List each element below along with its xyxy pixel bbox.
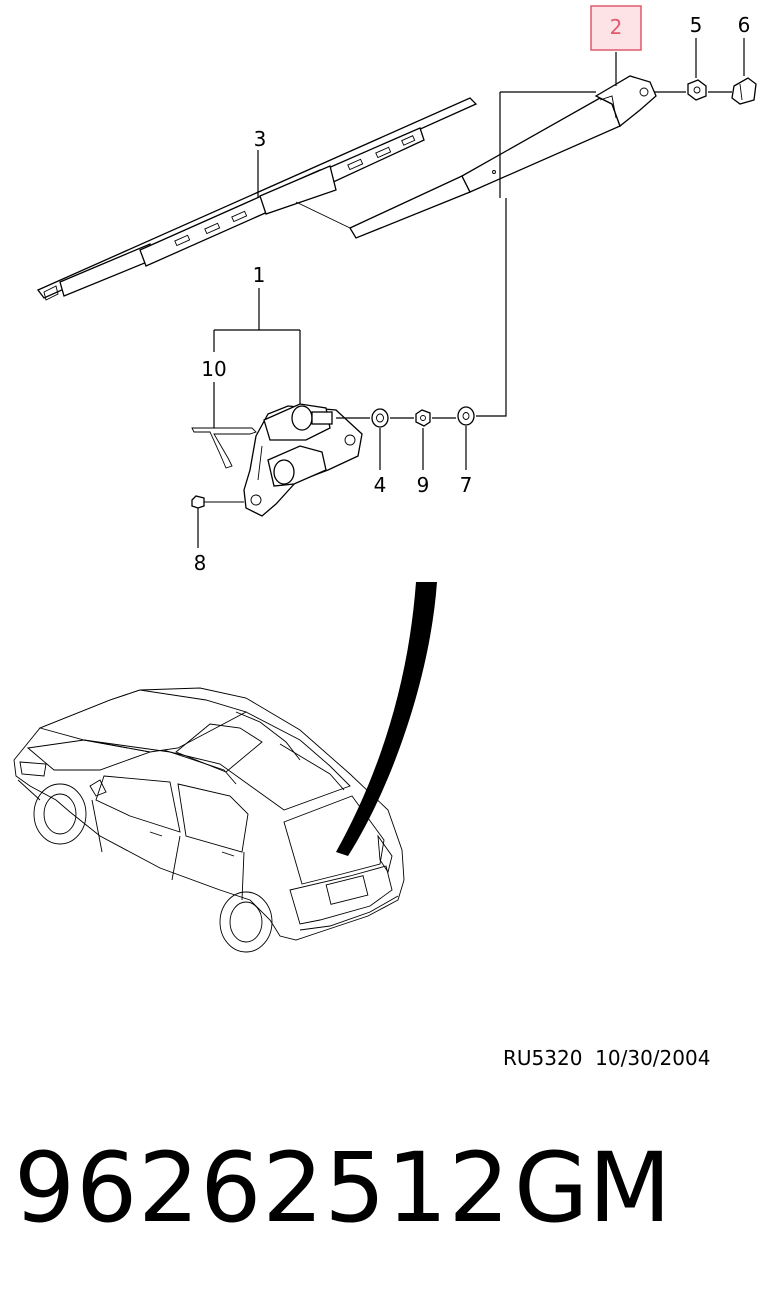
callout-2-highlight-box[interactable] [590, 5, 642, 51]
drawing-code: RU5320 [503, 1046, 583, 1070]
cap-part-6[interactable] [731, 77, 757, 105]
callout-8[interactable]: 8 [194, 551, 207, 575]
car-illustration [13, 687, 405, 953]
callout-7[interactable]: 7 [460, 473, 473, 497]
callout-5[interactable]: 5 [690, 13, 703, 37]
screw-part-8[interactable] [191, 495, 244, 509]
callout-labels: 2 5 6 3 1 10 4 9 7 8 [194, 5, 751, 575]
wiper-arm[interactable] [295, 75, 657, 239]
drawing-reference: RU5320 10/30/2004 [503, 1046, 710, 1070]
callout-4[interactable]: 4 [374, 473, 387, 497]
callout-9[interactable]: 9 [417, 473, 430, 497]
callout-1[interactable]: 1 [253, 263, 266, 287]
nut-part-5[interactable] [687, 79, 707, 101]
wiper-linkage-rod[interactable] [191, 427, 257, 469]
brand-name: GM [514, 1132, 672, 1244]
nut-part-9[interactable] [415, 409, 431, 427]
callout-3[interactable]: 3 [254, 127, 267, 151]
wiper-blade[interactable] [36, 97, 478, 301]
grommet-part-7[interactable] [457, 406, 475, 426]
drawing-date: 10/30/2004 [595, 1046, 711, 1070]
callout-10[interactable]: 10 [201, 357, 226, 381]
callout-2[interactable]: 2 [610, 15, 623, 39]
callout-6[interactable]: 6 [738, 13, 751, 37]
leader-lines [197, 38, 745, 548]
location-pointer [336, 582, 437, 856]
wiper-motor-assembly[interactable] [243, 403, 363, 517]
washer-part-4[interactable] [371, 408, 389, 428]
part-number: 96262512 [14, 1132, 511, 1244]
